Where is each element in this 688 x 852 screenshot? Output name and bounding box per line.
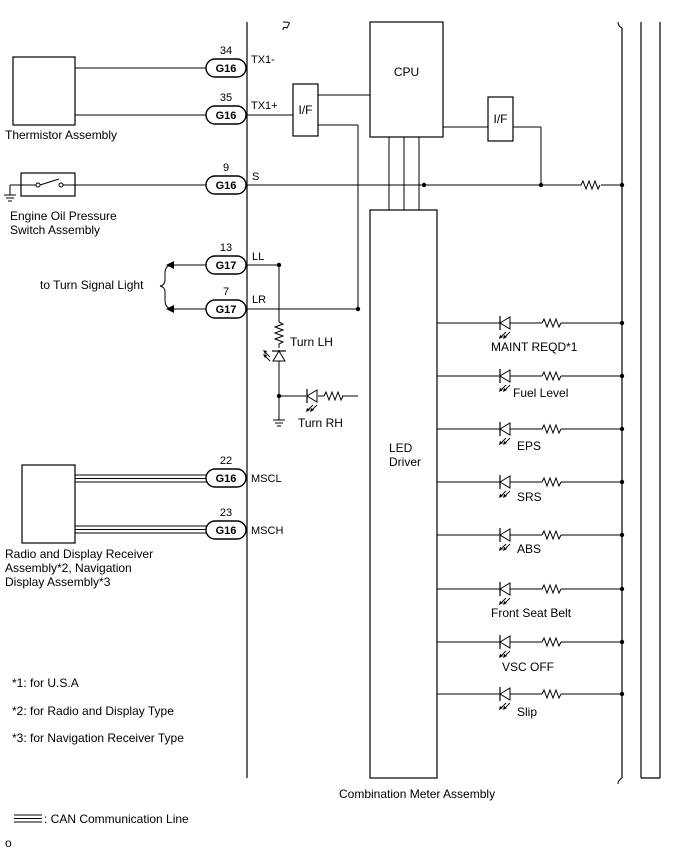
connector-label: G17 <box>216 260 237 272</box>
junction-dots <box>276 182 625 399</box>
turn-rh-led-icon <box>305 388 318 413</box>
indicator-label: EPS <box>517 439 541 453</box>
cpu-label: CPU <box>394 65 419 79</box>
turn-lh-led-icon <box>262 349 287 362</box>
corner-mark: o <box>5 836 12 850</box>
indicator-resistor <box>541 476 562 488</box>
connector-label: G16 <box>216 525 237 537</box>
led-driver-label-2: Driver <box>389 455 421 469</box>
can-legend-label: : CAN Communication Line <box>44 812 189 826</box>
indicator-led-icon <box>498 315 511 340</box>
indicator-row: Fuel Level <box>437 368 625 400</box>
indicator-led-icon <box>498 634 511 659</box>
indicator-label: VSC OFF <box>502 660 554 674</box>
turn-rh-resistor <box>323 390 344 402</box>
pin-number: 34 <box>220 45 232 57</box>
indicator-label: Front Seat Belt <box>491 606 572 620</box>
connector-label: G17 <box>216 304 237 316</box>
pin-number: 22 <box>220 455 232 467</box>
connector-label: G16 <box>216 473 237 485</box>
cpu-block <box>369 21 444 138</box>
thermistor-label: Thermistor Assembly <box>5 128 117 142</box>
pin-number: 13 <box>220 242 232 254</box>
radio-label-2: Assembly*2, Navigation <box>5 561 132 575</box>
internal-wiring <box>247 94 622 427</box>
connector-pill <box>205 105 247 125</box>
turn-signal-bracket <box>159 264 207 310</box>
turn-rh-label: Turn RH <box>298 416 343 430</box>
indicator-label: MAINT REQD*1 <box>491 340 578 354</box>
interface-label-left: I/F <box>299 103 313 117</box>
indicator-row: EPS <box>437 421 625 453</box>
led-driver-block <box>369 209 438 779</box>
indicator-led-icon <box>498 686 511 711</box>
signal-name: MSCH <box>251 525 283 537</box>
interface-block-left <box>292 83 319 137</box>
pin-number: 7 <box>223 286 229 298</box>
radio-assembly-box <box>21 464 76 544</box>
connector-pill <box>205 468 247 488</box>
indicator-led-icon <box>498 474 511 499</box>
signal-name: TX1- <box>251 54 275 66</box>
turn-lh-resistor <box>273 321 285 348</box>
connector-pill <box>205 520 247 540</box>
connector-label: G16 <box>216 110 237 122</box>
interface-label-right: I/F <box>494 112 508 126</box>
signal-name: TX1+ <box>251 100 278 112</box>
footnote: *2: for Radio and Display Type <box>12 704 174 718</box>
pin-number: 9 <box>223 162 229 174</box>
can-bus-lines <box>75 474 207 534</box>
led-driver-label-1: LED <box>389 441 413 455</box>
indicator-led-icon <box>498 421 511 446</box>
footnote: *3: for Navigation Receiver Type <box>12 731 184 745</box>
connector-pill <box>205 255 247 275</box>
indicator-row: MAINT REQD*1 <box>437 315 625 354</box>
indicator-resistor <box>541 317 562 329</box>
indicator-resistor <box>541 370 562 382</box>
indicator-resistor <box>541 688 562 700</box>
indicator-led-icon <box>498 527 511 552</box>
can-legend-symbol <box>14 814 42 823</box>
indicator-row: SRS <box>437 474 625 504</box>
signal-name: LR <box>252 294 266 306</box>
signal-name: LL <box>252 251 264 263</box>
connector-pins: 34 G16 TX1- 35 G16 TX1+ 9 G16 S 13 G17 L… <box>205 45 283 540</box>
indicator-label: ABS <box>517 542 541 556</box>
indicator-row: Front Seat Belt <box>437 581 625 620</box>
indicator-label: SRS <box>517 490 542 504</box>
s-line-resistor <box>580 179 601 191</box>
indicator-label: Fuel Level <box>513 386 568 400</box>
indicator-led-icon <box>498 581 511 606</box>
indicator-resistor <box>541 423 562 435</box>
turn-lh-label: Turn LH <box>290 335 333 349</box>
interface-block-right <box>487 96 514 142</box>
signal-name: S <box>252 171 259 183</box>
indicator-resistor <box>541 529 562 541</box>
indicator-row: Slip <box>437 686 625 719</box>
pin-number: 35 <box>220 92 232 104</box>
indicator-led-icon <box>498 368 511 393</box>
indicator-label: Slip <box>517 705 537 719</box>
radio-label-1: Radio and Display Receiver <box>5 547 153 561</box>
connector-label: G16 <box>216 63 237 75</box>
radio-label-3: Display Assembly*3 <box>5 575 111 589</box>
meter-assembly-label: Combination Meter Assembly <box>339 787 495 801</box>
footnote: *1: for U.S.A <box>12 676 79 690</box>
connector-label: G16 <box>216 180 237 192</box>
oil-switch-symbol <box>4 172 207 202</box>
connector-pill <box>205 175 247 195</box>
oil-switch-label-1: Engine Oil Pressure <box>10 209 117 223</box>
oil-switch-label-2: Switch Assembly <box>10 223 100 237</box>
pin-number: 23 <box>220 507 232 519</box>
indicator-resistor <box>541 636 562 648</box>
indicator-resistor <box>541 583 562 595</box>
signal-name: MSCL <box>251 473 282 485</box>
connector-pill <box>205 299 247 319</box>
connector-pill <box>205 58 247 78</box>
turn-signal-label: to Turn Signal Light <box>40 278 144 292</box>
thermistor-box <box>12 56 76 126</box>
indicator-row: VSC OFF <box>437 634 625 674</box>
indicator-row: ABS <box>437 527 625 556</box>
